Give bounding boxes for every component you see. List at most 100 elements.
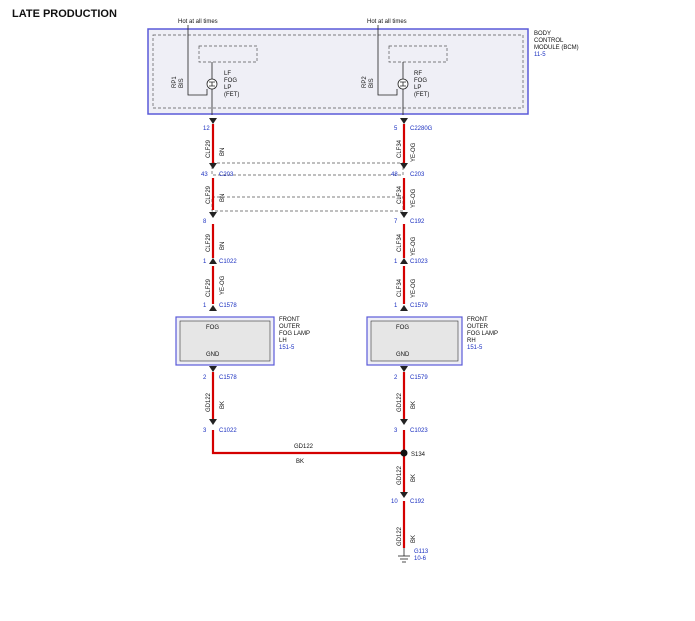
left-fet-label-2: FOG <box>224 78 237 84</box>
right-conn-2: C192 <box>410 219 425 225</box>
right-pin-4: 1 <box>394 259 398 265</box>
right-pin-2: 48 <box>391 172 398 178</box>
left-fet-label-4: (FET) <box>224 92 239 98</box>
left-color-label-5: BK <box>220 401 226 409</box>
right-conn-0: C2280G <box>410 126 433 132</box>
right-fet-mark <box>400 81 406 87</box>
left-wire <box>211 124 404 455</box>
right-pin-1: 5 <box>394 126 398 132</box>
right-color-label-4: YE-OG <box>411 278 417 298</box>
left-conn-4: C1578 <box>219 375 237 381</box>
left-color-label-2: BN <box>220 194 226 202</box>
right-pin-3: 7 <box>394 219 398 225</box>
right-pin-6: 2 <box>394 375 398 381</box>
splice-dot <box>400 449 408 457</box>
right-color-label-5: BK <box>411 401 417 409</box>
lamp-right-fog: FOG <box>396 325 409 331</box>
lamp-right-label-3: FOG LAMP <box>467 331 498 337</box>
left-fet-label-1: LF <box>224 71 231 77</box>
lamp-right-label-4: RH <box>467 338 476 344</box>
front-fog-lamp-lh <box>175 316 275 366</box>
right-wire-label-7: GD122 <box>397 526 403 546</box>
left-color-label-1: BN <box>220 148 226 156</box>
right-bis-label: BIS <box>369 78 375 88</box>
left-pin-4: 1 <box>203 259 207 265</box>
connector-block-c203 <box>211 162 404 176</box>
front-fog-lamp-rh <box>366 316 463 366</box>
lamp-left-label-1: FRONT <box>279 317 300 323</box>
right-feed-line <box>377 25 398 96</box>
left-fet-label-3: LP <box>224 85 231 91</box>
right-conn-1: C203 <box>410 172 425 178</box>
left-rp-label: RP1 <box>172 76 178 88</box>
left-conn-2: C1022 <box>219 259 237 265</box>
left-pin-5: 1 <box>203 303 207 309</box>
lamp-right-ref: 151-5 <box>467 345 483 351</box>
left-pin-1: 12 <box>203 126 210 132</box>
left-color-label-4: YE-OG <box>220 275 226 295</box>
left-connector-arrows <box>209 118 217 425</box>
right-conn-3: C1023 <box>410 259 428 265</box>
right-connector-arrows <box>400 118 408 498</box>
left-wire-label-3: CLF29 <box>206 233 212 252</box>
lamp-left-label-3: FOG LAMP <box>279 331 310 337</box>
right-color-label-2: YE-OG <box>411 188 417 208</box>
left-conn-1: C203 <box>219 172 234 178</box>
right-wire-label-3: CLF34 <box>397 233 403 252</box>
left-bis-label: BIS <box>179 78 185 88</box>
left-wire-label-4: CLF29 <box>206 278 212 297</box>
lamp-left-gnd: GND <box>206 352 220 358</box>
left-pin-7: 3 <box>203 428 207 434</box>
splice-label: S134 <box>411 452 426 458</box>
right-fet-label-2: FOG <box>414 78 427 84</box>
right-color-label-7: BK <box>411 535 417 543</box>
lamp-left-fog: FOG <box>206 325 219 331</box>
right-color-label-3: YE-OG <box>411 236 417 256</box>
left-pin-3: 8 <box>203 219 207 225</box>
ground-icon <box>398 548 410 563</box>
left-feed-line <box>187 25 208 96</box>
left-wire-label-5: GD122 <box>206 392 212 412</box>
right-conn-4: C1579 <box>410 303 428 309</box>
right-color-label-6: BK <box>411 474 417 482</box>
left-conn-3: C1578 <box>219 303 237 309</box>
ground-name: G113 <box>414 549 429 555</box>
ground-ref: 10-6 <box>414 556 427 562</box>
right-conn-6: C1023 <box>410 428 428 434</box>
left-wire-label-2: CLF29 <box>206 185 212 204</box>
left-wire-label-1: CLF29 <box>206 139 212 158</box>
lamp-right-label-2: OUTER <box>467 324 489 330</box>
right-wire-label-1: CLF34 <box>397 139 403 158</box>
right-conn-7: C192 <box>410 499 425 505</box>
lamp-left-label-2: OUTER <box>279 324 301 330</box>
diagram-title: LATE PRODUCTION <box>12 8 117 20</box>
right-fet-label-4: (FET) <box>414 92 429 98</box>
left-fet-mark <box>209 81 215 87</box>
right-wire-label-2: CLF34 <box>397 185 403 204</box>
bcm-label-1: BODY <box>534 31 551 37</box>
right-pin-8: 10 <box>391 499 398 505</box>
right-color-label-1: YE-OG <box>411 142 417 162</box>
bcm-ref: 11-5 <box>534 52 546 58</box>
lamp-right-gnd: GND <box>396 352 410 358</box>
left-conn-5: C1022 <box>219 428 237 434</box>
bcm-module <box>147 28 529 115</box>
lamp-left-label-4: LH <box>279 338 287 344</box>
right-wire-label-6: GD122 <box>397 465 403 485</box>
connector-block-c192 <box>211 196 404 212</box>
bcm-label-3: MODULE (BCM) <box>534 45 579 51</box>
right-fet-label-3: LP <box>414 85 421 91</box>
right-conn-5: C1579 <box>410 375 428 381</box>
hot-label-right: Hot at all times <box>367 19 407 25</box>
ground-color-label: BK <box>296 459 304 465</box>
lamp-right-label-1: FRONT <box>467 317 488 323</box>
hot-label-left: Hot at all times <box>178 19 218 25</box>
bcm-label-2: CONTROL <box>534 38 564 44</box>
right-pin-5: 1 <box>394 303 398 309</box>
left-pin-6: 2 <box>203 375 207 381</box>
right-rp-label: RP2 <box>362 76 368 88</box>
right-pin-7: 3 <box>394 428 398 434</box>
right-fet-label-1: RF <box>414 71 422 77</box>
left-pin-2: 43 <box>201 172 208 178</box>
